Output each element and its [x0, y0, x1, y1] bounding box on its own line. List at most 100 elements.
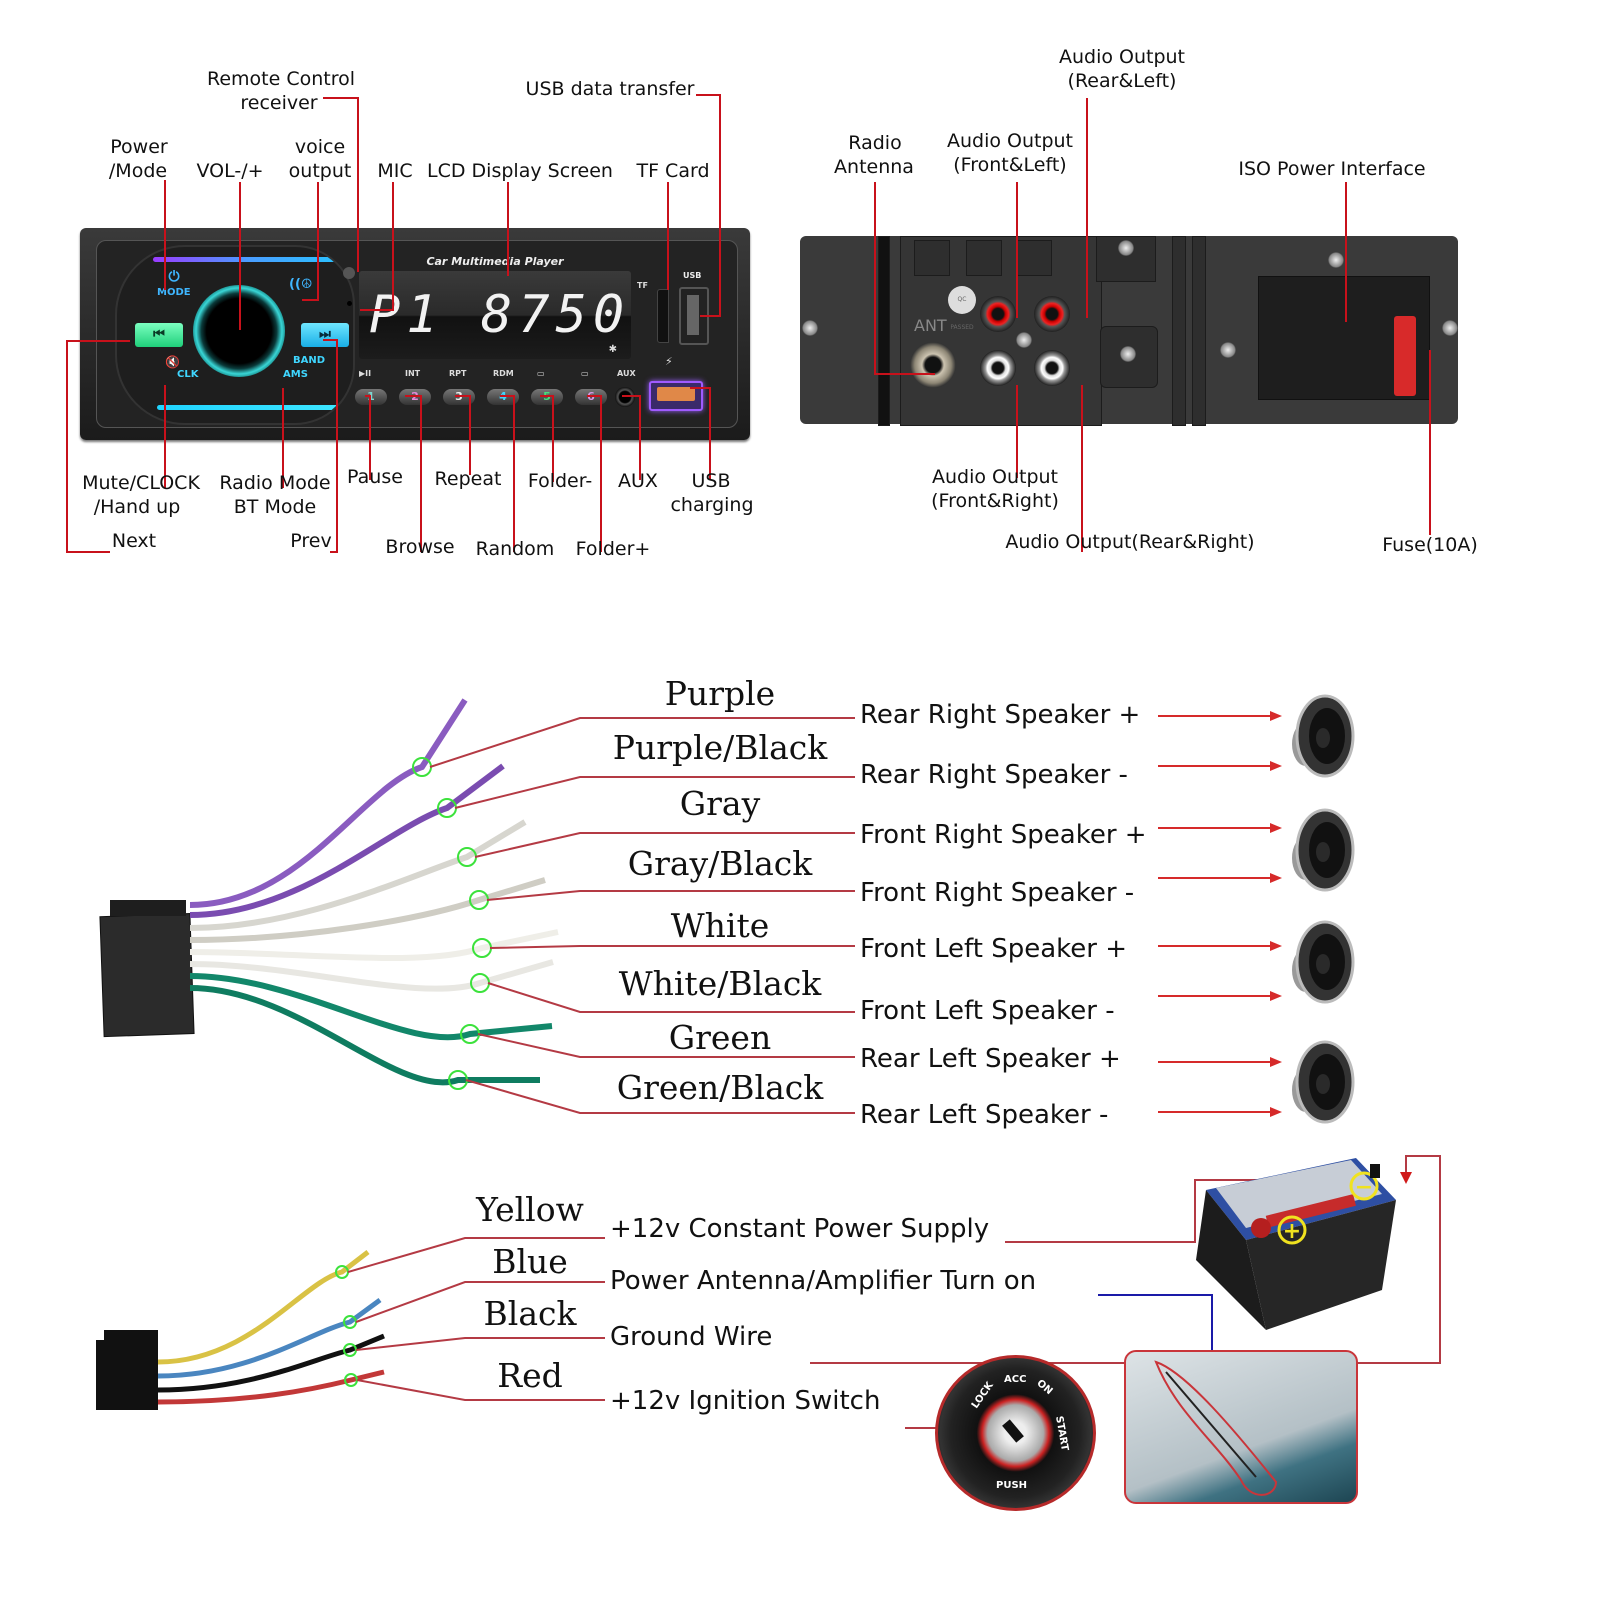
label-voice: voice — [294, 136, 346, 158]
arrow-head — [1270, 1057, 1282, 1067]
arrow-head — [1270, 711, 1282, 721]
charging-icon: ⚡ — [665, 355, 673, 368]
leader-line — [355, 1281, 605, 1323]
wire-yellow — [157, 1250, 370, 1365]
bottom-light-strip — [157, 405, 347, 410]
wire-function-label: Rear Right Speaker + — [860, 700, 1141, 730]
qc-sticker: QC PASSED — [948, 286, 976, 331]
leader-line — [489, 945, 855, 949]
label-iso: ISO Power Interface — [1238, 158, 1426, 180]
label-receiver: receiver — [240, 92, 318, 114]
screw — [1328, 252, 1344, 268]
front-panel: ⏻ MODE ((☮ ⏮ ⏭ 🔇 CLK BAND AMS Car Multim… — [80, 228, 750, 440]
label-remote: Remote Control — [206, 68, 356, 90]
tf-card-slot[interactable] — [657, 289, 669, 343]
label-output: output — [288, 160, 352, 182]
wire-function-label: Rear Right Speaker - — [860, 760, 1128, 790]
rca-rear-left[interactable] — [1034, 296, 1070, 332]
callout-usb-data — [696, 94, 721, 317]
wire-color-label: Red — [497, 1356, 563, 1395]
label-fuse: Fuse(10A) — [1382, 534, 1478, 556]
screw — [1442, 320, 1458, 336]
top-light-strip — [153, 257, 343, 262]
power-harness-connector — [96, 1340, 158, 1410]
label-mute: Mute/CLOCK — [82, 472, 200, 494]
under-label-folder-down: ▭ — [537, 369, 545, 378]
callout-mic — [360, 182, 394, 311]
label-radio: Radio — [848, 132, 902, 154]
label-next: Next — [111, 530, 157, 552]
leader-line — [355, 1337, 605, 1351]
under-label-rpt: RPT — [449, 369, 467, 378]
product-title: Car Multimedia Player — [426, 255, 564, 268]
wire-color-label: Black — [483, 1294, 577, 1333]
power-icon: ⏻ — [168, 269, 180, 285]
callout-remote — [323, 97, 359, 272]
callout-pause — [365, 395, 371, 480]
wire-function-label: +12v Constant Power Supply — [610, 1214, 990, 1244]
key-slot — [1002, 1419, 1024, 1443]
car-battery: + − — [1196, 1158, 1396, 1330]
ant-label: ANT — [914, 316, 947, 335]
wire-color-label: Blue — [492, 1242, 568, 1281]
callout-antenna — [874, 182, 935, 375]
wire-function-label: Rear Left Speaker + — [860, 1044, 1121, 1074]
screw — [1120, 346, 1136, 362]
leader-line — [487, 982, 855, 1013]
label-tf-card: TF Card — [636, 160, 710, 182]
arrow-head — [1270, 991, 1282, 1001]
rca-front-left[interactable] — [980, 296, 1016, 332]
leader-line — [429, 717, 855, 768]
ignition-push-label: PUSH — [996, 1480, 1028, 1491]
label-charging: charging — [670, 494, 754, 516]
fuse[interactable] — [1394, 316, 1416, 396]
rca-front-right[interactable] — [980, 350, 1016, 386]
label-power: Power — [110, 136, 168, 158]
control-cluster: ⏻ MODE ((☮ ⏮ ⏭ 🔇 CLK BAND AMS — [115, 245, 355, 425]
ams-label: AMS — [283, 369, 308, 380]
wire-white-black — [189, 959, 554, 992]
wire-gray-black — [189, 877, 546, 943]
usb-charging-port[interactable] — [649, 381, 703, 411]
screw — [1016, 332, 1032, 348]
mode-label: MODE — [157, 287, 191, 298]
screw — [1220, 342, 1236, 358]
leader-line — [454, 776, 855, 809]
callout-repeat — [455, 395, 471, 475]
wire-function-label: Ground Wire — [610, 1322, 773, 1352]
under-label-play: ▶II — [359, 369, 372, 378]
label-usb-data: USB data transfer — [525, 78, 695, 100]
prev-button[interactable]: ⏮ — [135, 323, 183, 347]
speaker-icon — [1292, 920, 1355, 1004]
rca-rear-right[interactable] — [1034, 350, 1070, 386]
label-audio-fr-2: (Front&Right) — [931, 490, 1059, 512]
ignition-acc-label: ACC — [1004, 1374, 1027, 1385]
band-label: BAND — [293, 355, 326, 366]
under-label-folder-up: ▭ — [581, 369, 589, 378]
label-audio-rr: Audio Output(Rear&Right) — [1005, 531, 1255, 553]
wire-white — [189, 929, 559, 962]
label-radio-mode: Radio Mode — [219, 472, 331, 494]
antenna-mast — [1165, 1371, 1257, 1478]
wire-red — [157, 1369, 385, 1405]
battery-minus-sign: − — [1355, 1175, 1373, 1200]
speaker-icon — [1292, 808, 1355, 892]
callout-next — [66, 340, 130, 553]
under-label-aux: AUX — [617, 369, 636, 378]
wire-green — [189, 973, 553, 1041]
label-pause: Pause — [347, 466, 403, 488]
arrow-head — [1270, 761, 1282, 771]
label-prev: Prev — [290, 530, 332, 552]
label-folder-plus: Folder+ — [575, 538, 651, 560]
front-panel-bezel: ⏻ MODE ((☮ ⏮ ⏭ 🔇 CLK BAND AMS Car Multim… — [96, 240, 738, 428]
wire-purple — [189, 698, 468, 908]
leader-line — [356, 1379, 605, 1401]
tf-label: TF — [637, 281, 648, 290]
battery-plus-sign: + — [1283, 1219, 1301, 1244]
callout-browse — [405, 395, 422, 552]
wire-color-label: Gray — [679, 784, 761, 823]
next-button[interactable]: ⏭ — [301, 323, 349, 347]
antenna-socket[interactable] — [910, 342, 956, 388]
